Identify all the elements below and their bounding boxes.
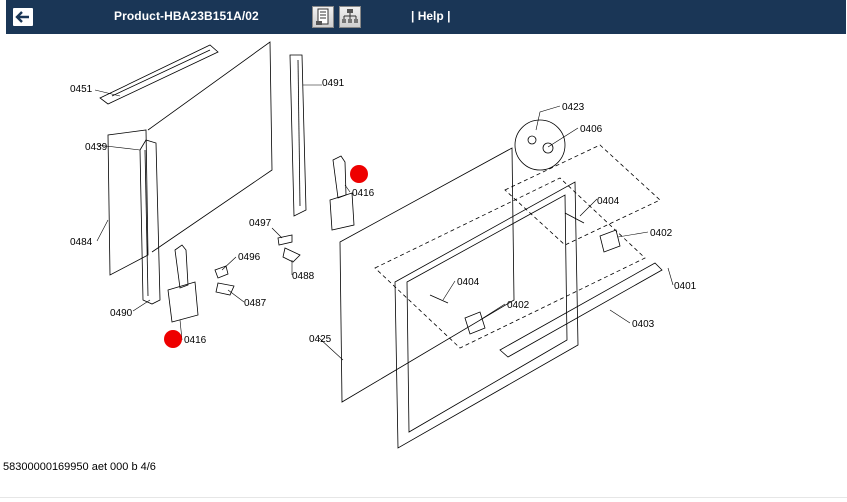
document-code: 58300000169950 aet 000 b 4/6 [3,461,156,473]
label-0488[interactable]: 0488 [292,271,315,282]
label-0403[interactable]: 0403 [632,319,655,330]
label-0451[interactable]: 0451 [70,84,93,95]
label-0402-right[interactable]: 0402 [650,228,673,239]
bottom-divider [0,497,847,498]
product-title: Product-HBA23B151A/02 [114,9,259,23]
label-0401[interactable]: 0401 [674,281,697,292]
parts-list-icon [316,8,329,25]
arrow-left-icon [15,11,29,23]
label-0491[interactable]: 0491 [322,78,345,89]
hotspot-0416-left[interactable] [164,330,182,348]
structure-tree-icon [342,9,358,23]
label-0425[interactable]: 0425 [309,334,332,345]
top-toolbar: Product-HBA23B151A/02 | Help | [6,0,846,34]
label-0497[interactable]: 0497 [249,218,272,229]
label-0423[interactable]: 0423 [562,102,585,113]
label-0439[interactable]: 0439 [85,142,108,153]
hotspot-0416-right[interactable] [350,165,368,183]
label-0487[interactable]: 0487 [244,298,267,309]
label-0490[interactable]: 0490 [110,308,133,319]
help-link[interactable]: Help [417,9,444,23]
label-0484[interactable]: 0484 [70,237,93,248]
label-0404-bottom[interactable]: 0404 [457,277,480,288]
help-nav: | Help | [411,9,450,23]
label-0496[interactable]: 0496 [238,252,261,263]
help-separator-right: | [447,9,451,23]
label-0402-left[interactable]: 0402 [507,300,530,311]
help-separator-left: | [411,9,415,23]
exploded-parts-diagram: 0451 0491 0439 0484 0497 0496 0488 0487 … [70,41,697,449]
structure-button[interactable] [339,6,361,28]
back-button[interactable] [13,8,33,26]
label-0416-right[interactable]: 0416 [352,188,375,199]
parts-list-button[interactable] [312,6,334,28]
label-0416-left[interactable]: 0416 [184,335,207,346]
label-0406[interactable]: 0406 [580,124,603,135]
label-0404-top[interactable]: 0404 [597,196,620,207]
